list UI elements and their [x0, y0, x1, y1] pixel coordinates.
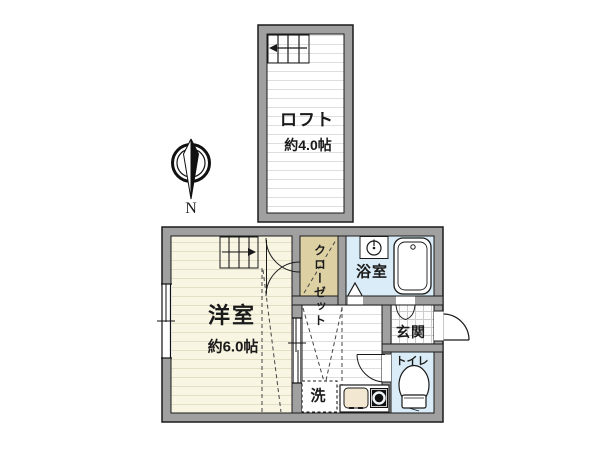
laundry-label: 洗 — [310, 387, 326, 405]
loft-size-label: 約4.0帖 — [284, 137, 332, 153]
toilet-label: トイレ — [395, 355, 429, 368]
entrance-label: 玄関 — [396, 324, 426, 340]
front-door — [443, 313, 470, 341]
closet-double-door — [265, 237, 301, 297]
compass-icon — [171, 138, 211, 200]
western-room-label: 洋室 — [207, 303, 257, 328]
stove-icon — [370, 388, 388, 408]
loft-outline-dashed — [261, 239, 343, 413]
main-block — [157, 226, 470, 423]
entrance-inner-door — [395, 304, 416, 320]
compass-north-label: N — [185, 200, 197, 217]
bathroom-label: 浴室 — [355, 263, 389, 281]
western-room-size-label: 約6.0帖 — [207, 338, 259, 356]
loft-label: ロフト — [280, 110, 334, 130]
kitchen-counter — [339, 384, 390, 413]
washbasin-icon — [359, 236, 389, 259]
loft-block — [257, 24, 354, 223]
kitchen-sink — [343, 387, 369, 409]
loft-stairs-arrow — [269, 44, 277, 52]
window — [157, 283, 175, 359]
sliding-door — [288, 317, 306, 384]
wall-openings — [348, 296, 444, 382]
room-stairs-arrow — [248, 248, 256, 256]
western-room-floor — [170, 235, 293, 414]
toilet-door — [356, 354, 386, 383]
laundry-space — [301, 380, 338, 413]
bathtub — [393, 237, 432, 295]
loft-stairs — [267, 34, 310, 64]
entrance-floor — [390, 304, 435, 345]
closet-label: クローゼット — [312, 244, 327, 328]
bathroom-folding-door-icon — [347, 281, 363, 296]
toilet-fixture — [398, 364, 430, 412]
